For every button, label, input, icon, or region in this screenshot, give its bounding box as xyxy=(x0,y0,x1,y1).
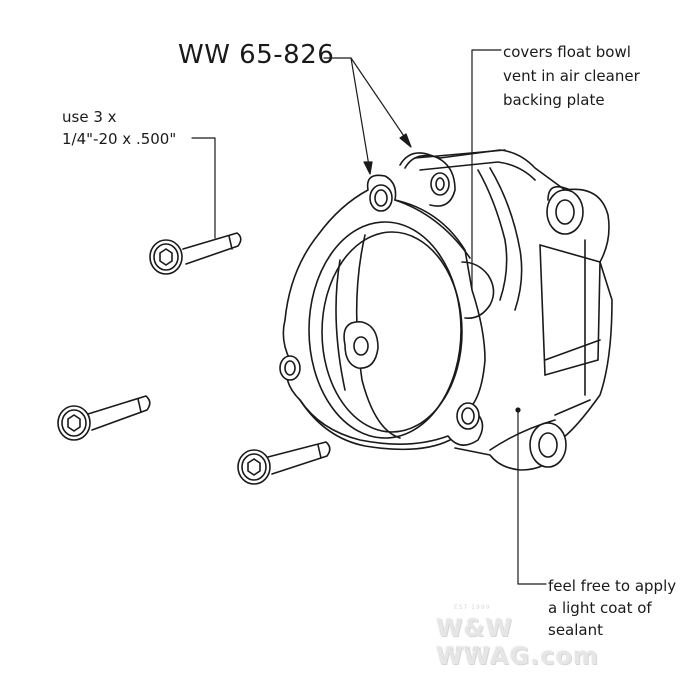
screw-note-line-1: use 3 x xyxy=(62,108,117,126)
screw-note: use 3 x 1/4"-20 x .500" xyxy=(62,106,176,150)
sealant-note-leader xyxy=(517,409,547,585)
part-number-arrow-1 xyxy=(363,161,373,175)
part-number-leader-branch xyxy=(350,57,411,146)
screw-note-leader xyxy=(191,137,216,239)
vent-note-line-1: covers float bowl xyxy=(503,43,631,61)
watermark-city: GERMANY xyxy=(450,646,488,653)
front-flange xyxy=(279,152,495,451)
watermark-brand: W&W WWAG.com xyxy=(436,614,599,670)
flange-hole-left xyxy=(279,355,301,381)
screw-middle xyxy=(57,395,151,441)
vent-note-line-2: vent in air cleaner xyxy=(503,67,640,85)
sealant-leader-dot xyxy=(515,407,521,413)
sealant-note-line-2: a light coat of xyxy=(548,599,652,617)
part-number-label: WW 65-826 xyxy=(178,40,335,70)
brand-watermark: EST 1999 W&W WWAG.com GERMANY xyxy=(430,604,660,674)
watermark-est: EST 1999 xyxy=(454,604,491,611)
sealant-note-line-1: feel free to apply xyxy=(548,577,677,595)
screw-bottom xyxy=(237,441,331,485)
flange-hole-bottom xyxy=(456,402,480,430)
adapter-body xyxy=(404,149,613,471)
sealant-note-line-3: sealant xyxy=(548,621,603,639)
screw-note-line-2: 1/4"-20 x .500" xyxy=(62,130,177,148)
part-number-arrow-2 xyxy=(399,133,412,148)
flange-hole-top xyxy=(369,184,393,212)
vent-note-line-3: backing plate xyxy=(503,91,605,109)
sealant-note: feel free to apply a light coat of seala… xyxy=(548,575,676,641)
vent-note: covers float bowl vent in air cleaner ba… xyxy=(503,40,640,112)
screw-top xyxy=(149,232,242,275)
vent-note-leader xyxy=(471,49,502,299)
